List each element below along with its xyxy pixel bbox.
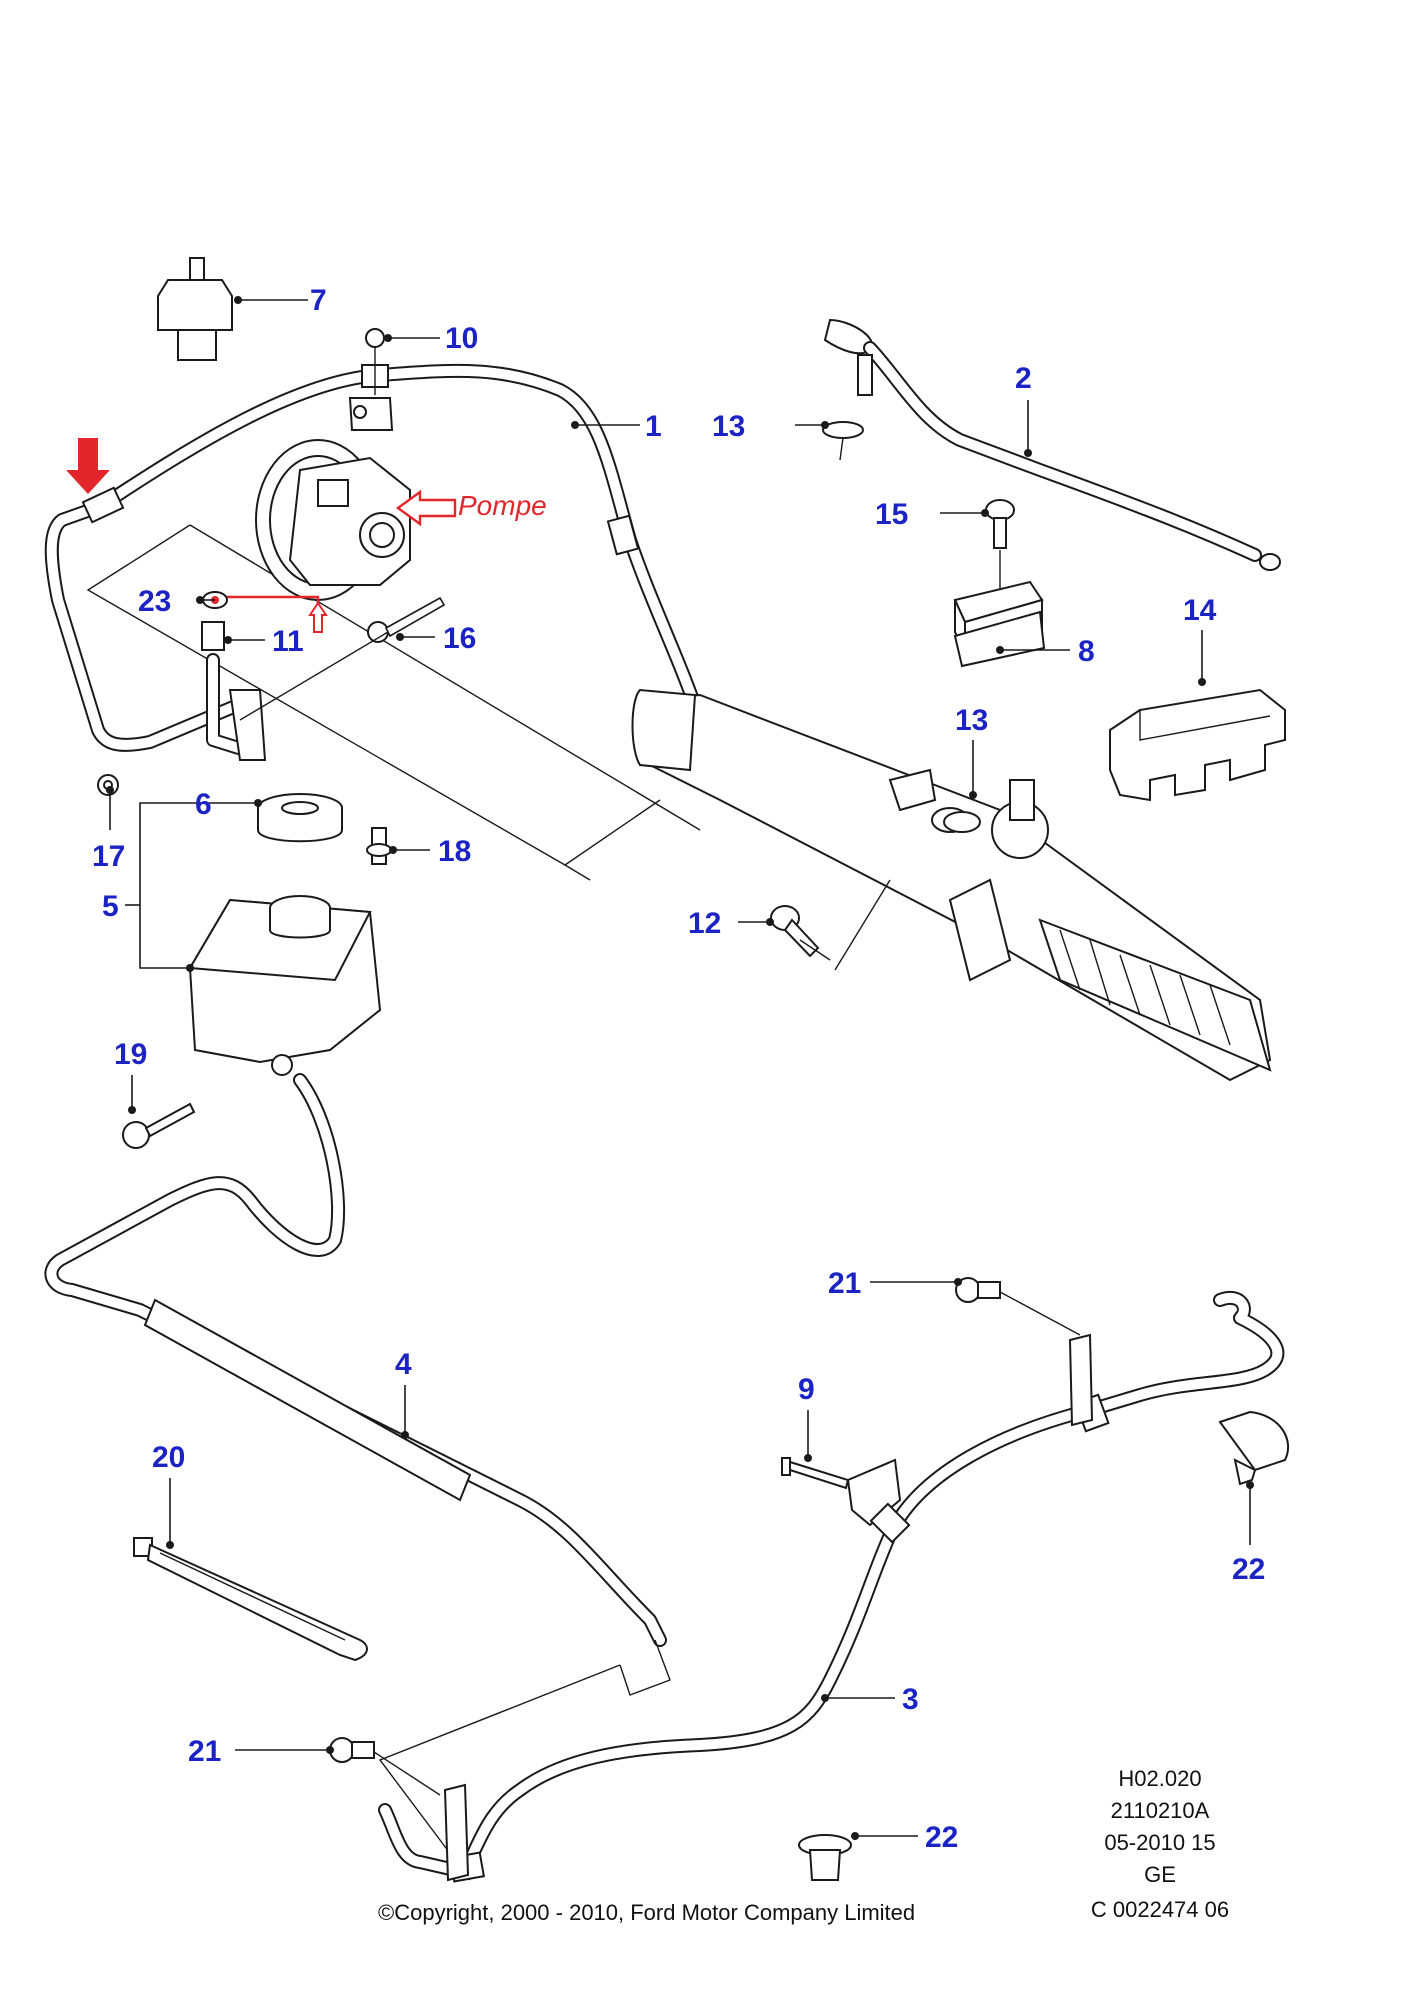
callout-6: 6 <box>195 788 212 821</box>
callout-15: 15 <box>875 498 908 531</box>
fluid-reservoir-part <box>188 895 382 1076</box>
power-steering-pump <box>255 397 411 601</box>
copyright: ©Copyright, 2000 - 2010, Ford Motor Comp… <box>378 1900 915 1925</box>
cable-tie-part-20 <box>133 1537 368 1662</box>
reference-number: 2110210A <box>1111 1798 1210 1823</box>
bolt-part-19 <box>122 1102 196 1149</box>
callout-12: 12 <box>688 907 721 940</box>
pump-annotation: Pompe <box>66 438 547 633</box>
bolt-part-16 <box>239 596 446 721</box>
callout-2: 2 <box>1015 362 1032 395</box>
push-clip-part-22-right <box>1218 1410 1290 1486</box>
callout-8: 8 <box>1078 635 1095 668</box>
callout-11: 11 <box>272 625 304 658</box>
callout-5: 5 <box>102 890 119 923</box>
callout-19: 19 <box>114 1038 147 1071</box>
callout-21-top: 21 <box>828 1267 861 1300</box>
bracket-part-14 <box>1109 688 1286 802</box>
callout-1: 1 <box>645 410 662 443</box>
seal-part-13-rack <box>943 811 981 833</box>
reference-region: GE <box>1144 1862 1176 1887</box>
callout-20: 20 <box>152 1441 185 1474</box>
callout-17: 17 <box>92 840 125 873</box>
callout-7: 7 <box>310 284 327 317</box>
callout-10: 10 <box>445 322 478 355</box>
callout-22-bottom: 22 <box>925 1821 958 1854</box>
callout-4: 4 <box>395 1348 412 1381</box>
clamp-part-8 <box>953 580 1046 668</box>
reference-catalog: C 0022474 06 <box>1091 1897 1229 1922</box>
steering-rack-assembly <box>631 688 1272 1082</box>
leader-lines <box>106 296 1254 1840</box>
bolt-part-15 <box>985 499 1015 590</box>
reference-code: H02.020 <box>1118 1766 1201 1791</box>
callout-22-right: 22 <box>1232 1553 1265 1586</box>
callout-9: 9 <box>798 1373 815 1406</box>
bolt-part-9 <box>781 1457 902 1527</box>
reservoir-cap-part <box>257 793 343 843</box>
fitting-part-11 <box>201 621 267 761</box>
reference-date: 05-2010 15 <box>1104 1830 1215 1855</box>
cooler-pipe-part <box>378 1291 1285 1883</box>
pump-label: Pompe <box>458 490 547 521</box>
stud-part-18 <box>366 827 392 865</box>
pressure-switch-part <box>157 257 233 361</box>
exploded-view-frame <box>86 524 701 881</box>
footer: H02.020 2110210A 05-2010 15 GE C 0022474… <box>378 1766 1229 1925</box>
callout-23: 23 <box>138 585 171 618</box>
push-clip-part-22-bottom <box>798 1834 852 1881</box>
bolt-part-12 <box>770 879 891 971</box>
callout-21-bottom: 21 <box>188 1735 221 1768</box>
callout-16: 16 <box>443 622 476 655</box>
callout-14: 14 <box>1183 594 1217 627</box>
callout-3: 3 <box>902 1683 919 1716</box>
callout-18: 18 <box>438 835 471 868</box>
callout-13-rack: 13 <box>955 704 988 737</box>
rack-return-hose-part <box>823 318 1281 571</box>
return-hose-part <box>44 1073 671 1881</box>
bolt-part-21-bottom <box>329 1737 441 1796</box>
bolt-part-21-top <box>955 1277 1081 1336</box>
callout-13-top: 13 <box>712 410 745 443</box>
callout-numbers: 7 10 1 2 13 15 23 11 16 14 8 13 6 17 18 … <box>92 284 1265 1854</box>
seal-part-13-top <box>822 421 864 461</box>
